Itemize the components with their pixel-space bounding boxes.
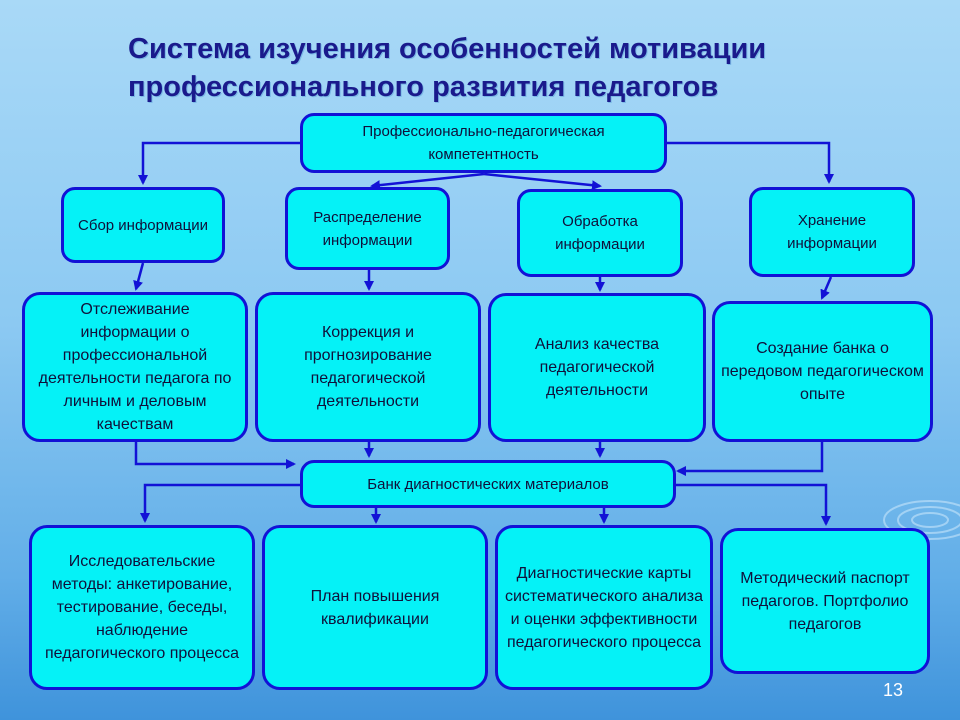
node-diagnostic-cards: Диагностические карты систематического а…: [495, 525, 713, 690]
title-line-2: профессионального развития педагогов: [128, 71, 719, 103]
node-plan-label: План повышения квалификации: [310, 587, 440, 628]
node-distribute-info: Распределение информации: [285, 187, 450, 270]
node-collect-label: Сбор информации: [78, 216, 208, 234]
middle-node-diagnostic-bank: Банк диагностических материалов: [300, 460, 676, 508]
node-collect-info: Сбор информации: [61, 187, 225, 263]
node-process-label: Обработка информации: [555, 213, 645, 253]
title-line-1: Система изучения особенностей мотивации: [128, 33, 767, 65]
water-ripple-decoration: [883, 500, 960, 540]
node-research-methods: Исследовательские методы: анкетирование,…: [29, 525, 255, 690]
node-store-info: Хранение информации: [749, 187, 915, 277]
node-cards-label: Диагностические карты систематического а…: [504, 564, 704, 651]
node-correction: Коррекция и прогнозирование педагогическ…: [255, 292, 481, 442]
arrow-store-to-bankcreation: [820, 276, 833, 300]
middle-node-label: Банк диагностических материалов: [367, 475, 609, 493]
node-tracking-label: Отслеживание информации о профессиональн…: [38, 301, 232, 433]
node-correction-label: Коррекция и прогнозирование педагогическ…: [304, 324, 432, 410]
node-qualification-plan: План повышения квалификации: [262, 525, 488, 690]
node-bank-creation-label: Создание банка о передовом педагогическо…: [721, 340, 924, 403]
arrow-top-to-process: [483, 172, 602, 191]
node-bank-creation: Создание банка о передовом педагогическо…: [712, 301, 933, 442]
node-methodical-passport: Методический паспорт педагогов. Портфоли…: [720, 528, 930, 674]
top-node-competence: Профессионально-педагогическая компетент…: [300, 113, 667, 173]
arrow-collect-to-tracking: [133, 262, 145, 291]
node-store-label: Хранение информации: [787, 212, 877, 252]
arrow-top-to-collect: [138, 141, 300, 185]
node-distribute-label: Распределение информации: [313, 208, 422, 249]
node-research-label: Исследовательские методы: анкетирование,…: [45, 553, 239, 662]
arrow-bankcreation-to-bank: [676, 442, 824, 476]
node-passport-label: Методический паспорт педагогов. Портфоли…: [740, 569, 910, 633]
arrow-bank-to-passport: [676, 483, 831, 526]
node-process-info: Обработка информации: [517, 189, 683, 277]
arrow-tracking-to-bank: [134, 442, 296, 469]
node-tracking: Отслеживание информации о профессиональн…: [22, 292, 248, 442]
arrow-top-to-distribute: [370, 172, 485, 191]
node-analysis: Анализ качества педагогической деятельно…: [488, 293, 706, 442]
arrow-bank-to-research: [140, 483, 300, 523]
node-analysis-label: Анализ качества педагогической деятельно…: [534, 336, 660, 399]
arrow-top-to-store: [667, 141, 834, 184]
slide-title: Система изучения особенностей мотивации …: [128, 30, 928, 106]
top-node-label: Профессионально-педагогическая компетент…: [362, 123, 605, 163]
page-number: 13: [882, 680, 904, 700]
